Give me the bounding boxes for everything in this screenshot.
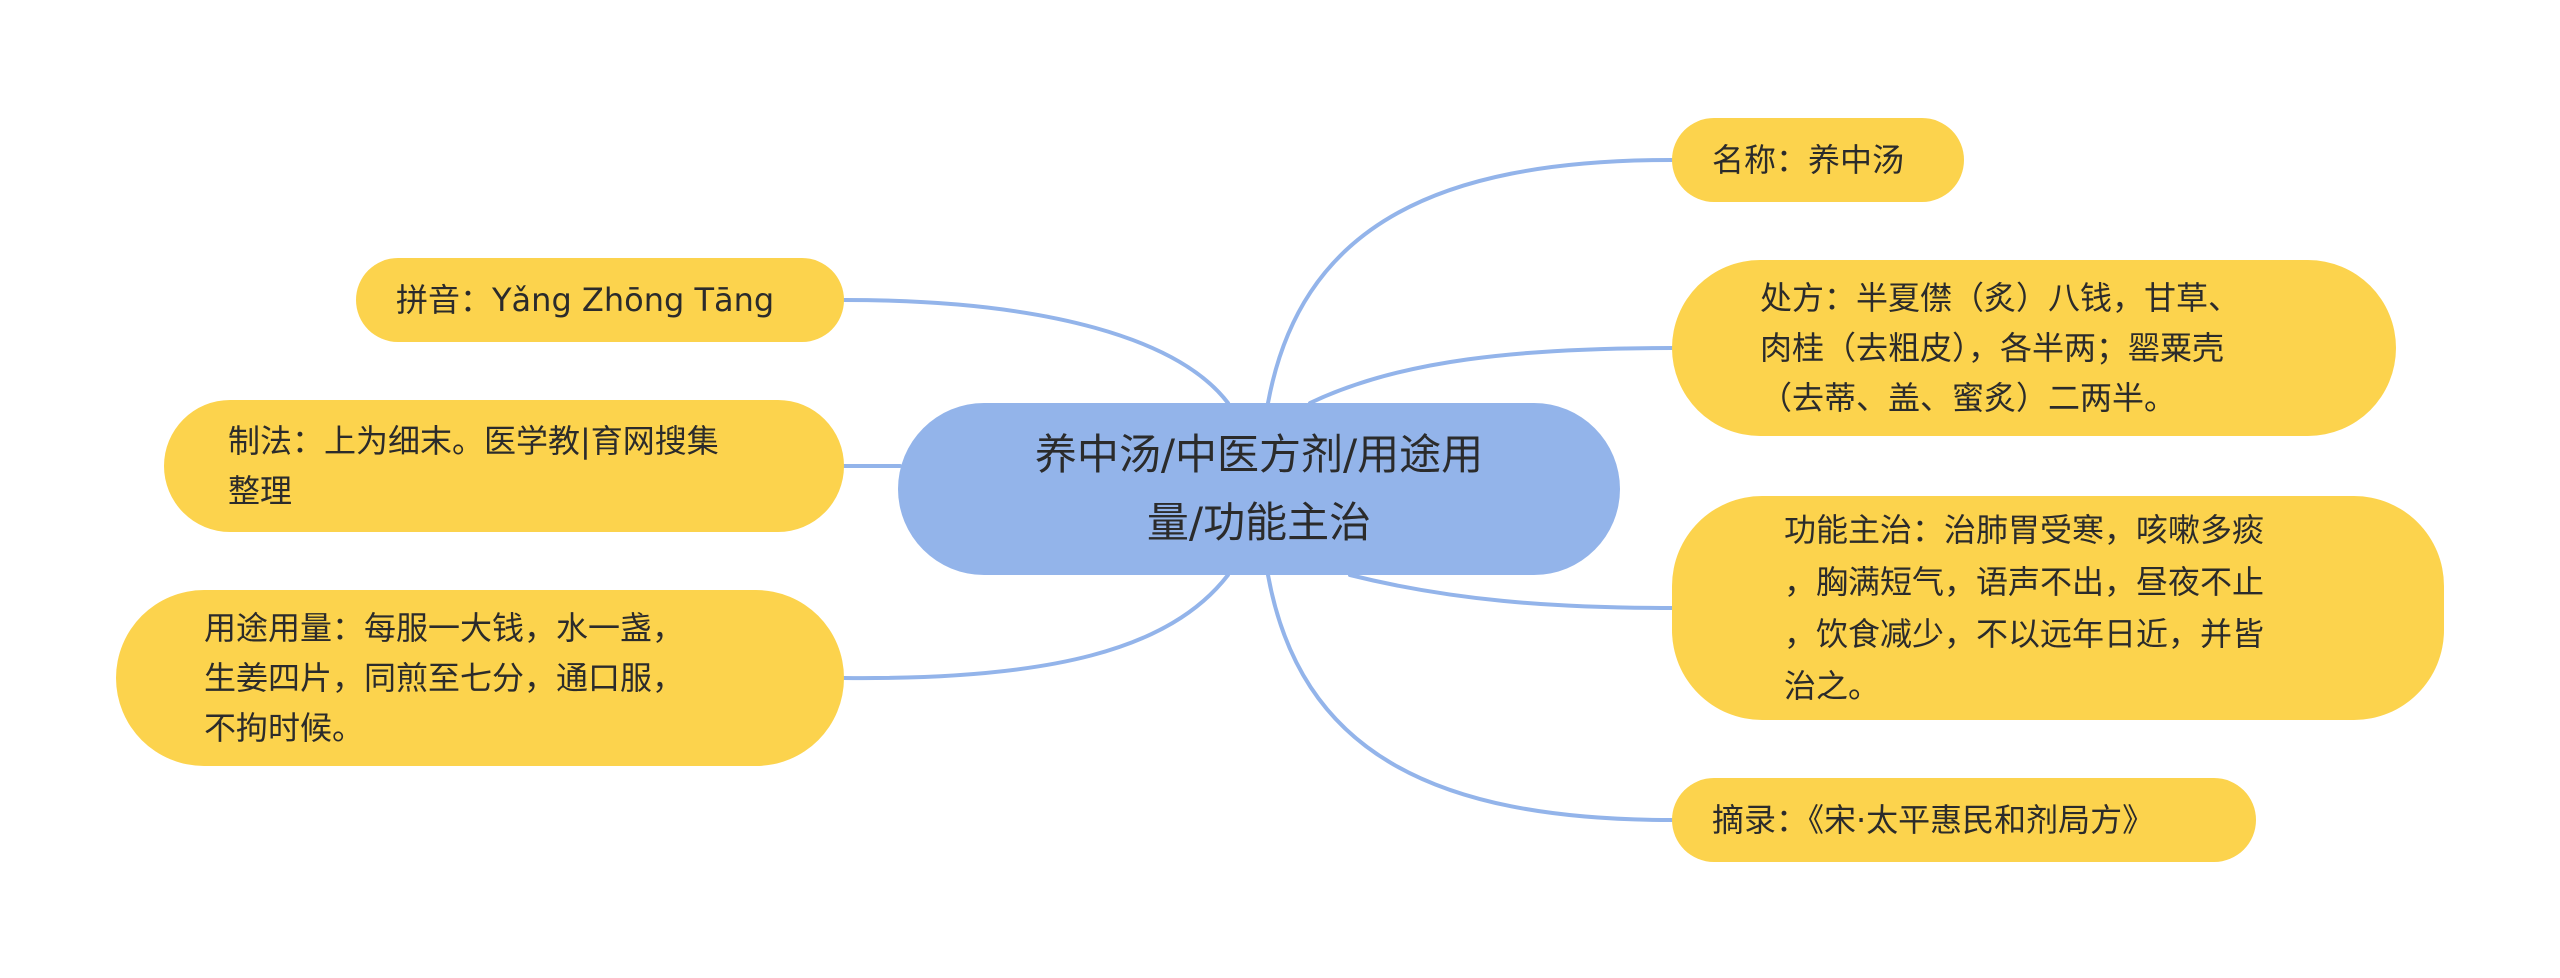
branch-excerpt-label: 摘录：《宋·太平惠民和剂局方》 <box>1712 801 2155 839</box>
connector-name <box>1266 158 1674 405</box>
branch-name-label: 名称：养中汤 <box>1712 141 1905 179</box>
branch-indications[interactable]: 功能主治：治肺胃受寒，咳嗽多痰 ，胸满短气，语声不出，昼夜不止 ，饮食减少，不以… <box>1672 496 2444 720</box>
connector-indications <box>1348 573 1674 610</box>
root-topic-label: 养中汤/中医方剂/用途用 量/功能主治 <box>1034 430 1484 547</box>
branch-prescription-label: 处方：半夏僸（炙）八钱，甘草、 肉桂（去粗皮），各半两；罂粟壳 （去蒂、盖、蜜炙… <box>1760 279 2241 417</box>
branch-indications-label: 功能主治：治肺胃受寒，咳嗽多痰 ，胸满短气，语声不出，昼夜不止 ，饮食减少，不以… <box>1784 511 2265 705</box>
branch-usage-label: 用途用量：每服一大钱，水一盏， 生姜四片，同煎至七分，通口服， 不拘时候。 <box>204 609 685 747</box>
connector-prescription <box>1308 346 1674 405</box>
branch-preparation-label: 制法：上为细末。医学教|育网搜集 整理 <box>228 422 719 510</box>
connector-excerpt <box>1266 573 1674 822</box>
branch-preparation[interactable]: 制法：上为细末。医学教|育网搜集 整理 <box>164 400 844 532</box>
branch-pinyin[interactable]: 拼音：Yǎng Zhōng Tāng <box>356 258 844 342</box>
branch-prescription[interactable]: 处方：半夏僸（炙）八钱，甘草、 肉桂（去粗皮），各半两；罂粟壳 （去蒂、盖、蜜炙… <box>1672 260 2396 436</box>
connector-usage <box>842 573 1230 681</box>
root-topic[interactable]: 养中汤/中医方剂/用途用 量/功能主治 <box>898 403 1620 575</box>
branch-name[interactable]: 名称：养中汤 <box>1672 118 1964 202</box>
branch-pinyin-label: 拼音：Yǎng Zhōng Tāng <box>396 281 775 319</box>
branch-excerpt[interactable]: 摘录：《宋·太平惠民和剂局方》 <box>1672 778 2256 862</box>
connector-pinyin <box>842 298 1230 405</box>
branch-usage[interactable]: 用途用量：每服一大钱，水一盏， 生姜四片，同煎至七分，通口服， 不拘时候。 <box>116 590 844 766</box>
